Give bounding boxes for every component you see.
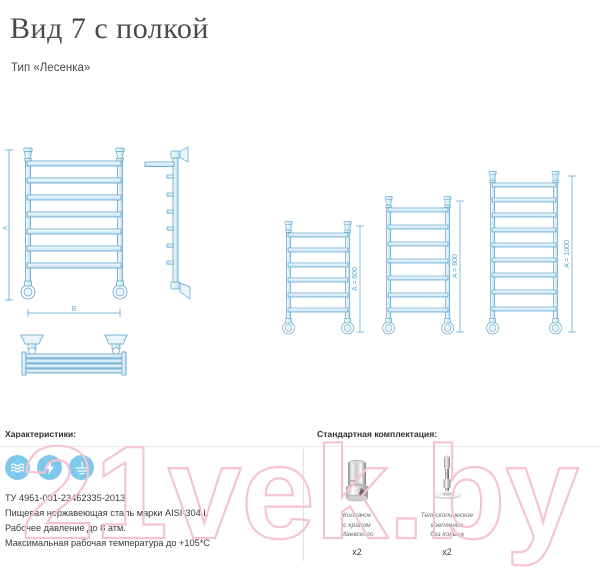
specification-list: ТУ 4951-001-23462335-2013 Пищевая нержав… bbox=[5, 491, 297, 551]
shelf-top-view bbox=[20, 334, 128, 376]
variant-600-label: A = 600 bbox=[352, 267, 359, 291]
variant-1000-label: A = 1000 bbox=[564, 240, 571, 268]
water-waves-icon bbox=[5, 455, 30, 480]
front-view bbox=[20, 147, 128, 300]
grounding-icon bbox=[69, 455, 94, 480]
telescopic-mount-photo bbox=[427, 452, 467, 506]
dimension-a-label: A bbox=[3, 225, 10, 230]
technical-drawing-svg: A B bbox=[3, 146, 576, 376]
variant-800: A = 800 bbox=[382, 196, 464, 335]
section-divider-rule bbox=[0, 446, 600, 447]
technical-drawing-area: A B bbox=[0, 100, 600, 405]
column-divider bbox=[303, 449, 304, 561]
maevsky-valve-cap-photo bbox=[340, 452, 374, 506]
page-title: Вид 7 с полкой bbox=[10, 12, 209, 45]
variant-1000: A = 1000 bbox=[486, 171, 576, 335]
spec-line: Пищевая нержавеющая сталь марки AISI-304… bbox=[5, 508, 209, 518]
kit-item-quantity: x2 bbox=[442, 546, 452, 557]
dimension-b-label: B bbox=[72, 306, 77, 313]
variant-600: A = 600 bbox=[282, 221, 364, 335]
characteristics-heading: Характеристики: bbox=[5, 429, 77, 439]
dimension-a-main bbox=[5, 149, 13, 301]
lightning-bolt-icon bbox=[37, 455, 62, 480]
kit-item-quantity: x2 bbox=[352, 546, 362, 557]
page-subtitle: Тип «Лесенка» bbox=[11, 62, 91, 74]
characteristic-badges bbox=[5, 455, 94, 480]
spec-line: ТУ 4951-001-23462335-2013 bbox=[5, 493, 126, 503]
spec-line: Рабочее давление до 8 атм. bbox=[5, 523, 126, 533]
dimension-b-main bbox=[27, 309, 121, 317]
kit-heading: Стандартная комплектация: bbox=[317, 429, 438, 439]
variant-800-label: A = 800 bbox=[452, 254, 459, 278]
spec-line: Максимальная рабочая температура до +105… bbox=[5, 538, 210, 548]
side-view bbox=[144, 146, 191, 300]
